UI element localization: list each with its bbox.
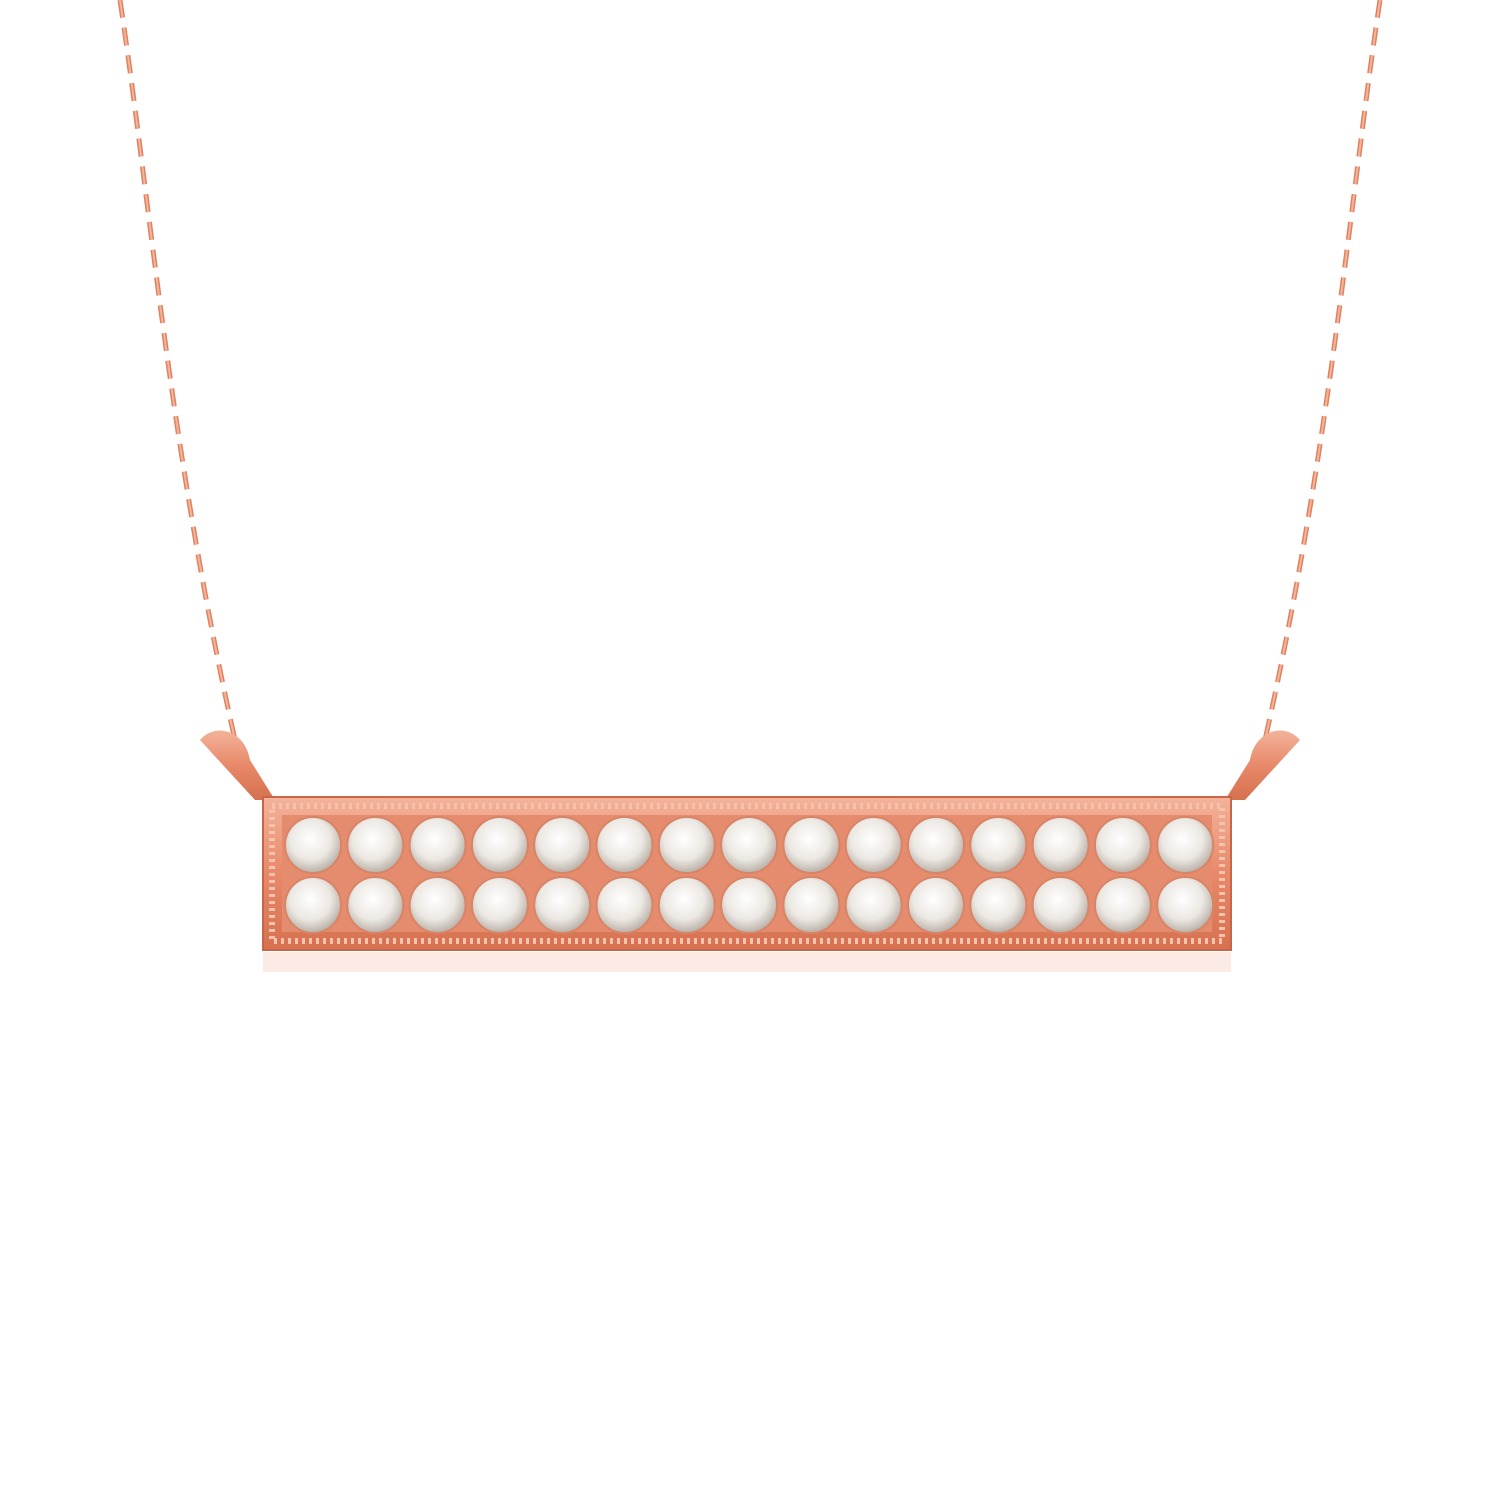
- diamond: [782, 876, 841, 934]
- diamond: [844, 876, 903, 934]
- diamond: [284, 816, 342, 874]
- diamond: [1031, 876, 1090, 934]
- diamond: [782, 816, 841, 874]
- diamond: [1093, 876, 1152, 934]
- diamond: [720, 816, 779, 874]
- bail-right: [1225, 730, 1300, 800]
- diamond: [657, 876, 716, 934]
- diamond: [1093, 816, 1152, 874]
- diamond: [844, 816, 903, 874]
- diamond: [907, 876, 965, 934]
- diamond: [595, 816, 654, 874]
- chain-left: [117, 0, 238, 741]
- diamond: [720, 876, 779, 934]
- diamond: [346, 816, 405, 874]
- diamond: [1156, 876, 1215, 934]
- diamond: [408, 876, 467, 934]
- diamond: [907, 816, 965, 874]
- chain-right: [1262, 0, 1383, 741]
- diamond: [969, 876, 1028, 934]
- diamond: [346, 876, 405, 934]
- diamond: [969, 816, 1028, 874]
- bail-left: [200, 730, 275, 800]
- diamond: [533, 816, 592, 874]
- diamond: [408, 816, 467, 874]
- diamond: [470, 876, 529, 934]
- diamond: [470, 816, 529, 874]
- diamond: [1031, 816, 1090, 874]
- diamond: [595, 876, 654, 934]
- diamond: [533, 876, 592, 934]
- diamond: [284, 876, 342, 934]
- diamond: [657, 816, 716, 874]
- diamond-grid: [284, 816, 1215, 934]
- bar-pendant: [262, 796, 1232, 951]
- diamond: [1156, 816, 1215, 874]
